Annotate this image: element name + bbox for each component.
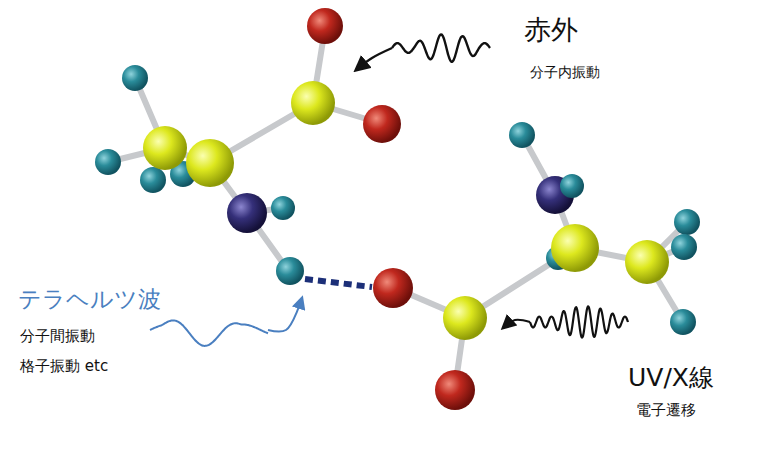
atoms (95, 8, 700, 410)
infrared-wave (392, 34, 490, 61)
band-note: 分子内振動 (530, 64, 600, 80)
hydrogen-bond (305, 279, 372, 287)
wave-arrow (356, 48, 392, 70)
band-note: 分子間振動 (20, 328, 95, 345)
band-note: 電子遷移 (636, 402, 696, 419)
band-label: UV/X線 (628, 364, 714, 393)
wave-arrow (268, 298, 302, 331)
uv-xray-wave (530, 306, 628, 337)
band-note: 格子振動 etc (20, 358, 108, 375)
band-label: 赤外 (524, 14, 578, 45)
wave-arrow (503, 320, 530, 328)
bond-lines (108, 28, 687, 388)
terahertz-wave (150, 320, 268, 345)
band-label: テラヘルツ波 (18, 286, 161, 312)
